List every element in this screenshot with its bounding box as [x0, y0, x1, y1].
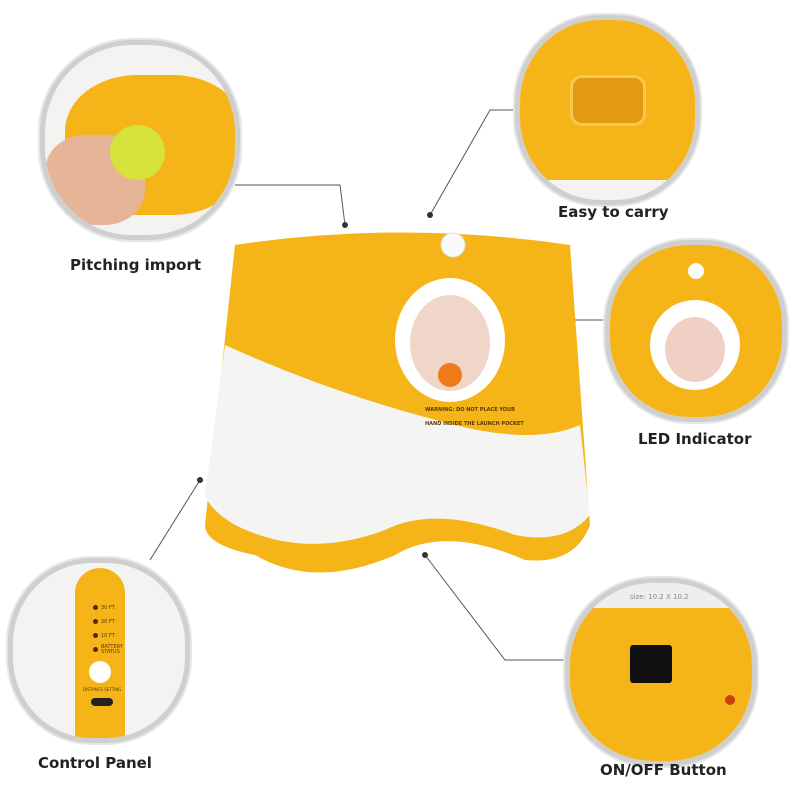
product-ball-launcher: WARNING: DO NOT PLACE YOUR HAND INSIDE T…: [195, 225, 605, 585]
callout-control-panel: 30 FT 20 FT 10 FT BATTERY STATUS DISTANC…: [8, 558, 190, 743]
label-control-panel: Control Panel: [38, 754, 152, 772]
warning-text-1: WARNING: DO NOT PLACE YOUR: [425, 407, 515, 413]
callout-easy-to-carry: [515, 15, 700, 205]
power-switch-icon: [630, 645, 672, 683]
callout-pitching-import: [40, 40, 240, 240]
callout-led-indicator: [605, 240, 787, 422]
led-label: 10 FT: [101, 633, 115, 639]
label-easy-to-carry: Easy to carry: [558, 203, 669, 221]
size-text: size: 10.2 X 10.2: [630, 593, 689, 601]
distance-button: [89, 661, 111, 683]
tennis-ball: [110, 125, 165, 180]
label-led-indicator: LED Indicator: [638, 430, 752, 448]
led-label: BATTERY STATUS: [101, 644, 123, 655]
led-icon: [688, 263, 704, 279]
callout-on-off-button: size: 10.2 X 10.2: [565, 578, 757, 766]
led-label: 20 FT: [101, 619, 115, 625]
usb-port: [91, 698, 113, 706]
warning-text-2: HAND INSIDE THE LAUNCH POCKET: [425, 421, 524, 427]
distance-setting-label: DISTANCE SETTING: [83, 687, 122, 692]
led-label: 30 FT: [101, 605, 115, 611]
label-on-off-button: ON/OFF Button: [600, 761, 727, 779]
label-pitching-import: Pitching import: [70, 256, 202, 274]
